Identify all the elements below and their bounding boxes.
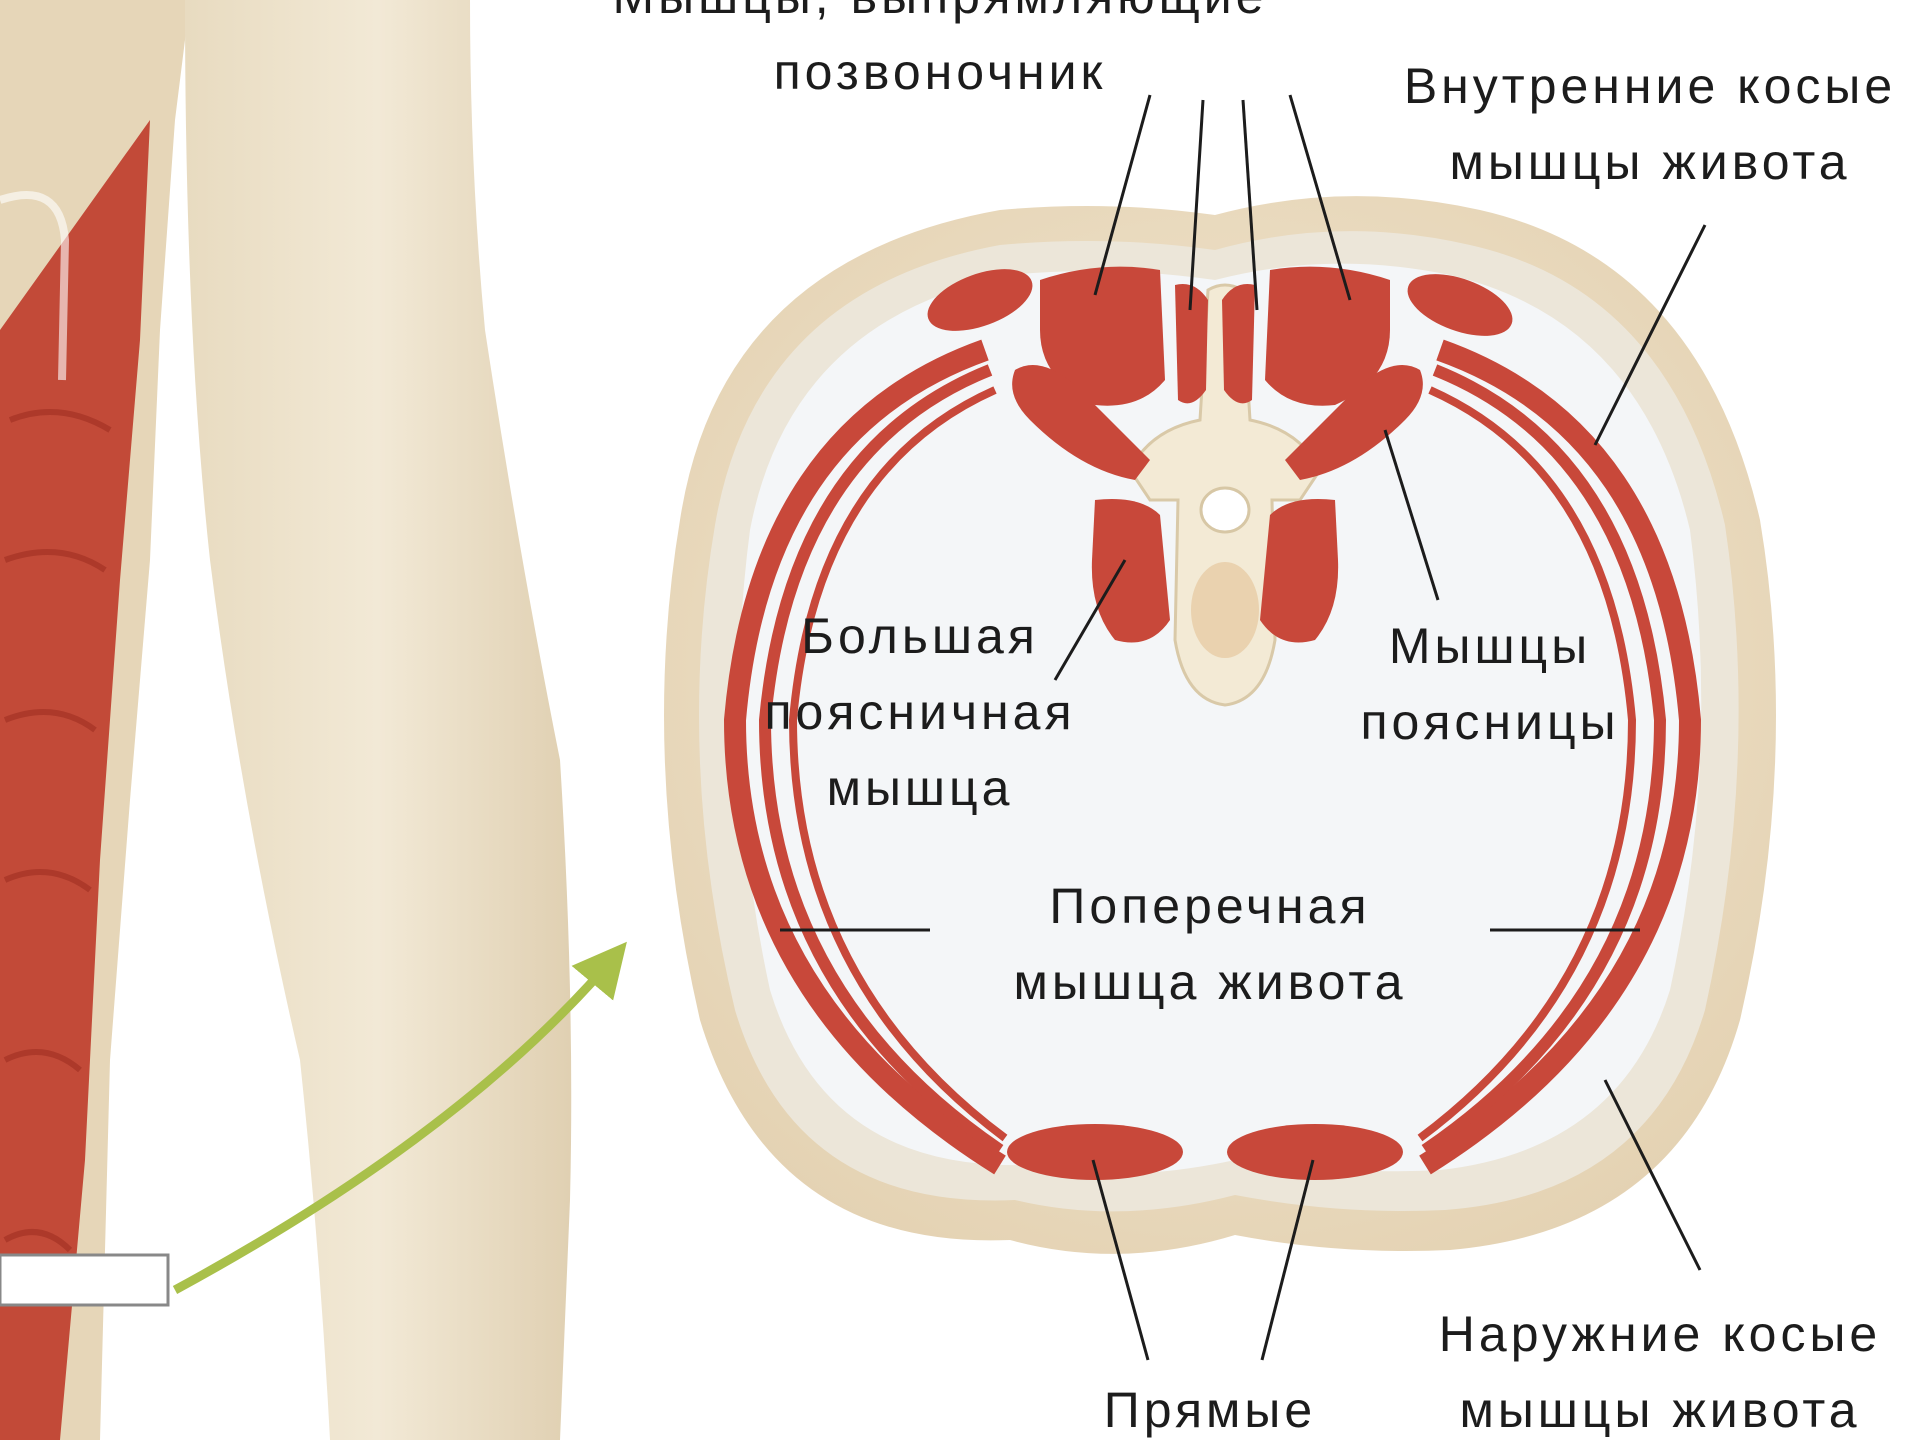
label-internal-oblique-line-2: мышцы живота xyxy=(1380,124,1920,200)
arm-illustration xyxy=(185,0,571,1440)
label-transverse-abdominis: Поперечная мышца живота xyxy=(960,868,1460,1020)
label-external-oblique-line-1: Наружние косые xyxy=(1400,1296,1920,1372)
label-internal-oblique: Внутренние косые мышцы живота xyxy=(1380,48,1920,200)
label-external-oblique-line-2: мышцы живота xyxy=(1400,1372,1920,1448)
label-external-oblique: Наружние косые мышцы живота xyxy=(1400,1296,1920,1448)
label-lumbar-line-1: Мышцы xyxy=(1330,608,1650,684)
label-erector-spinae-line-1: Мышцы, выпрямляющие xyxy=(560,0,1320,34)
label-psoas-line-2: поясничная xyxy=(740,674,1100,750)
label-psoas-major: Большая поясничная мышца xyxy=(740,598,1100,826)
label-internal-oblique-line-1: Внутренние косые xyxy=(1380,48,1920,124)
label-erector-spinae-line-2: позвоночник xyxy=(560,34,1320,110)
label-psoas-line-3: мышца xyxy=(740,750,1100,826)
torso-illustration xyxy=(0,0,190,1440)
label-rectus-line-1: Прямые xyxy=(1040,1372,1380,1448)
label-rectus: Прямые xyxy=(1040,1372,1380,1448)
label-lumbar-line-2: поясницы xyxy=(1330,684,1650,760)
label-psoas-line-1: Большая xyxy=(740,598,1100,674)
label-transverse-line-2: мышца живота xyxy=(960,944,1460,1020)
label-transverse-line-1: Поперечная xyxy=(960,868,1460,944)
label-lumbar: Мышцы поясницы xyxy=(1330,608,1650,760)
label-erector-spinae: Мышцы, выпрямляющие позвоночник xyxy=(560,0,1320,110)
